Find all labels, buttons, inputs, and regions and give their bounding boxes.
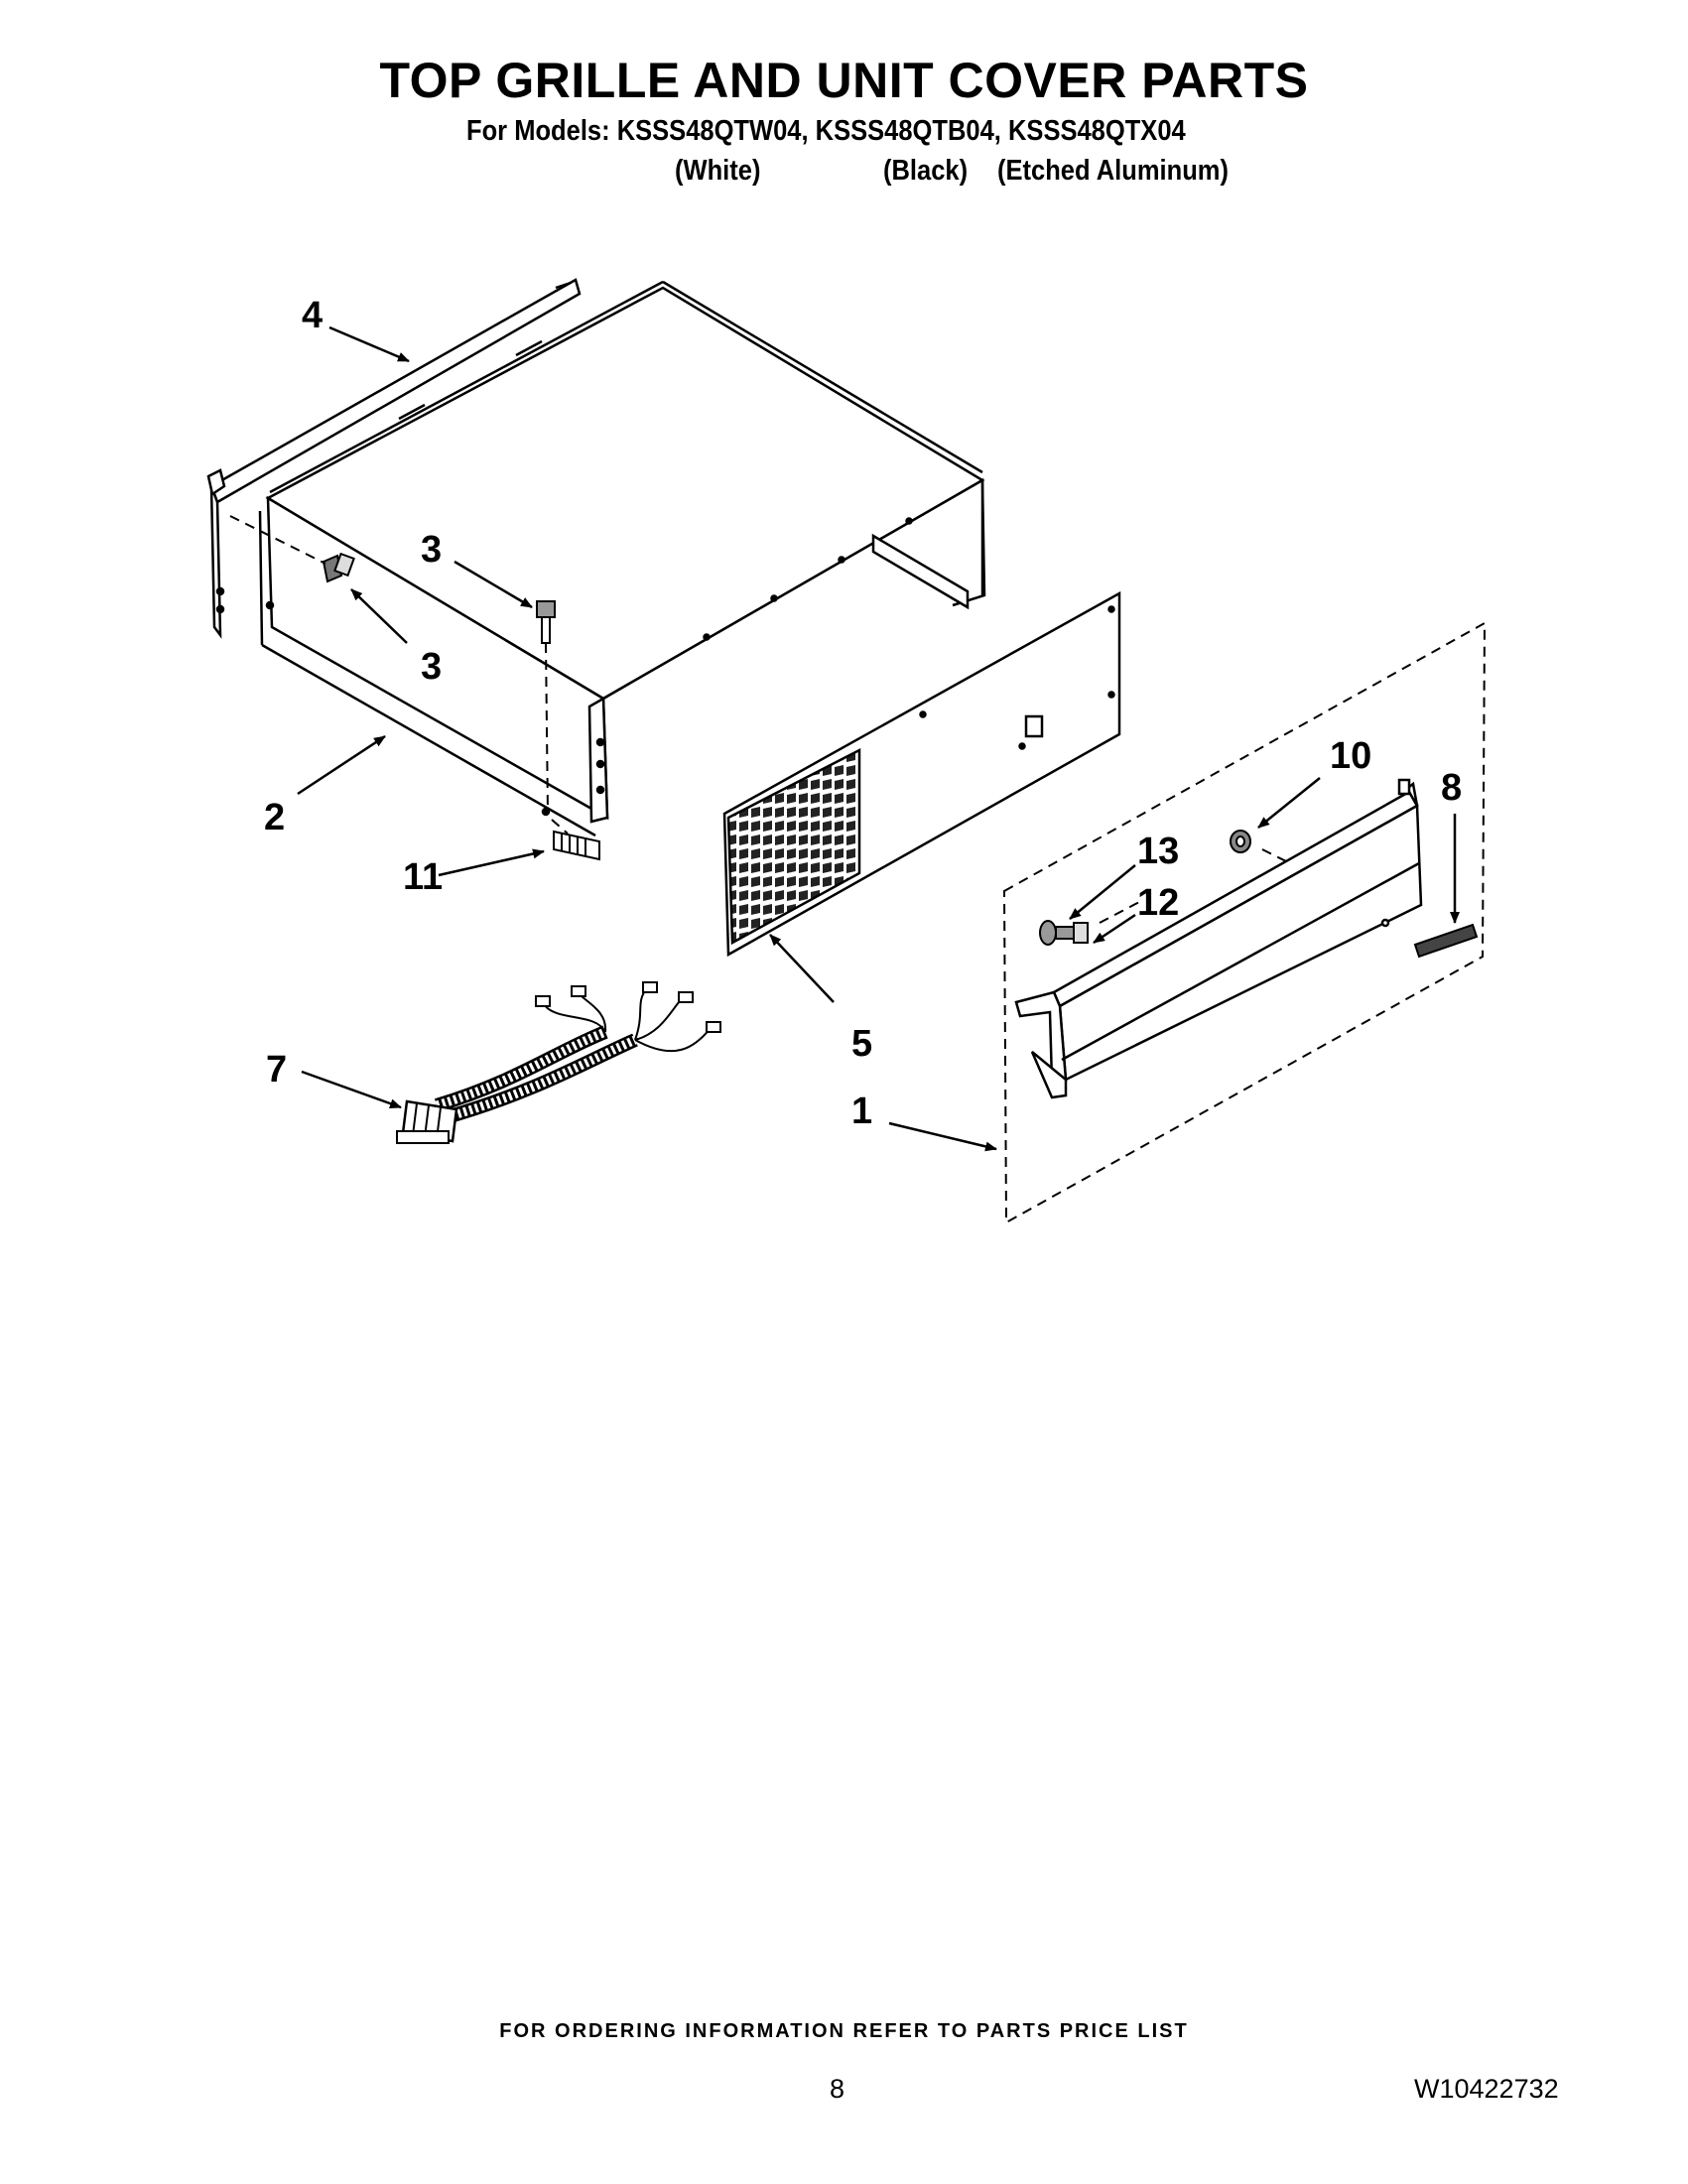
part-3-screw-side xyxy=(322,552,355,583)
callout-5: 5 xyxy=(851,1023,872,1065)
callout-3-top: 3 xyxy=(421,529,442,571)
part-8-badge xyxy=(1413,923,1479,959)
part-7-wire-harness xyxy=(396,981,721,1144)
part-11-clip xyxy=(553,830,600,861)
page-number: 8 xyxy=(830,2074,845,2104)
callout-12: 12 xyxy=(1137,882,1179,924)
part-12-pin xyxy=(1055,922,1089,944)
ordering-note: FOR ORDERING INFORMATION REFER TO PARTS … xyxy=(499,2020,1189,2042)
variant-black: (Black) xyxy=(883,155,969,187)
variant-white: (White) xyxy=(675,155,761,187)
part-10-nut xyxy=(1230,830,1251,853)
part-5-grille-panel xyxy=(722,590,1121,958)
callout-2: 2 xyxy=(264,797,285,838)
callout-11: 11 xyxy=(403,856,443,898)
dashed-assembly-lines xyxy=(229,515,1487,1224)
callout-7: 7 xyxy=(266,1049,287,1091)
part-2-unit-cover xyxy=(258,280,986,837)
callout-arrows xyxy=(297,325,1460,1152)
callout-4: 4 xyxy=(302,295,323,336)
part-13-washer xyxy=(1039,920,1057,946)
part-1-front-trim xyxy=(1014,778,1423,1099)
callout-10: 10 xyxy=(1330,735,1371,777)
callout-8: 8 xyxy=(1441,767,1462,809)
part-4-rear-rail xyxy=(206,278,582,639)
models-line: For Models: KSSS48QTW04, KSSS48QTB04, KS… xyxy=(466,115,1186,147)
callout-13: 13 xyxy=(1137,831,1179,872)
page-title: TOP GRILLE AND UNIT COVER PARTS xyxy=(379,53,1309,108)
callout-labels: 4 3 3 2 11 7 5 1 10 8 13 12 xyxy=(264,295,1462,1132)
callout-3-side: 3 xyxy=(421,646,442,688)
document-id: W10422732 xyxy=(1414,2074,1559,2104)
variant-etched-aluminum: (Etched Aluminum) xyxy=(997,155,1229,187)
callout-1: 1 xyxy=(851,1091,872,1132)
